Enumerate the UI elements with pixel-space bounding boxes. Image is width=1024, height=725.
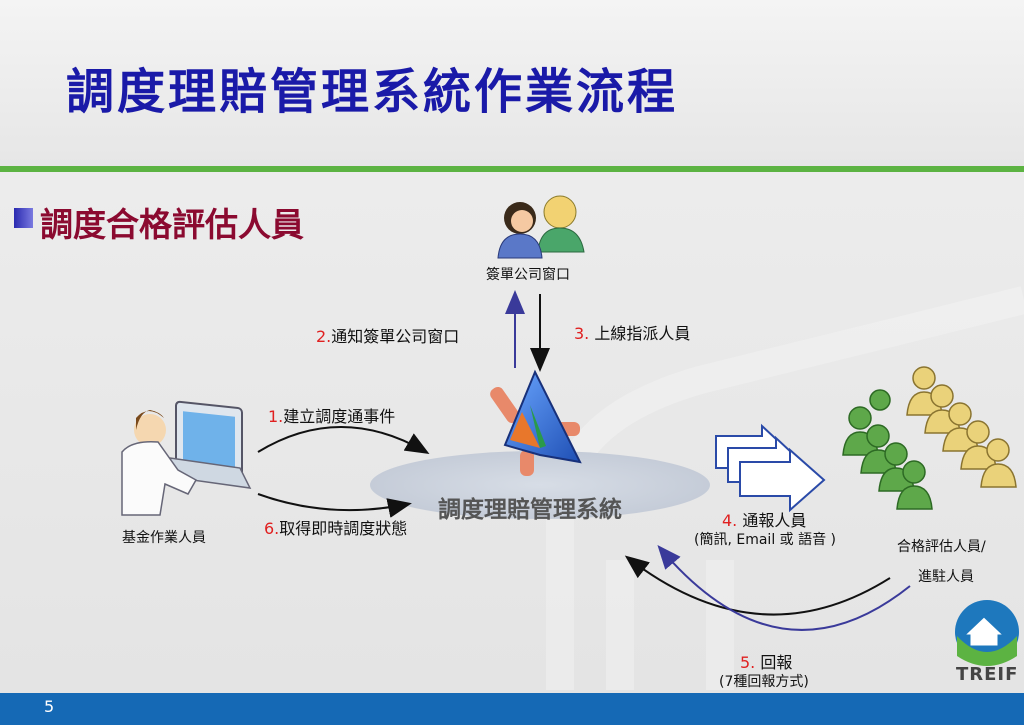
step-3-number: 3. [574,324,590,343]
step-2-label: 2.通知簽單公司窗口 [316,323,459,347]
step-6-number: 6. [264,519,280,538]
step-1-label: 1.建立調度通事件 [268,403,395,427]
step-6-label: 6.取得即時調度狀態 [264,515,407,539]
step-5-number: 5. [740,653,756,672]
arrow-report-blue [657,544,911,631]
system-label: 調度理賠管理系統 [438,497,622,523]
header [0,0,1024,168]
assessors-green-icon [842,389,933,510]
step-5-label: 5. 回報 [740,649,792,673]
step-4-detail: (簡訊, Email 或 語音 ) [694,532,837,548]
system-icon [490,369,582,476]
assessor-label-line1: 合格評估人員/ [897,539,986,555]
step-3-label: 3. 上線指派人員 [574,320,690,344]
arrow-report-black [624,555,891,616]
system-ellipse [370,451,710,519]
footer-bar [0,693,1024,725]
assessor-label-line2: 進駐人員 [918,569,974,585]
step-2-text: 通知簽單公司窗口 [331,327,460,346]
step-5-text: 回報 [755,653,793,672]
page-number: 5 [44,697,55,716]
step-2-number: 2. [316,327,332,346]
signing-window-icon [497,195,585,259]
logo-text: TREIF [956,664,1019,685]
slide-subtitle: 調度合格評估人員 [40,205,304,244]
arrow-create-event [257,426,430,455]
treif-logo [955,600,1019,666]
step-4-number: 4. [722,511,738,530]
divider-line [0,166,1024,172]
step-4-text: 通報人員 [737,511,807,530]
step-3-text: 上線指派人員 [589,324,691,343]
arrow-get-status [257,493,412,518]
fund-staff-icon [121,400,252,516]
step-1-text: 建立調度通事件 [283,407,396,426]
step-5-detail: (7種回報方式) [719,674,809,690]
assessors-yellow-icon [906,366,1017,488]
fund-staff-label: 基金作業人員 [122,530,206,546]
step-4-label: 4. 通報人員 [722,507,806,531]
step-6-text: 取得即時調度狀態 [279,519,408,538]
signing-window-label: 簽單公司窗口 [486,267,570,283]
subtitle-bullet [14,208,33,228]
slide-title: 調度理賠管理系統作業流程 [66,64,679,120]
step-1-number: 1. [268,407,284,426]
notify-arrows [715,423,826,513]
